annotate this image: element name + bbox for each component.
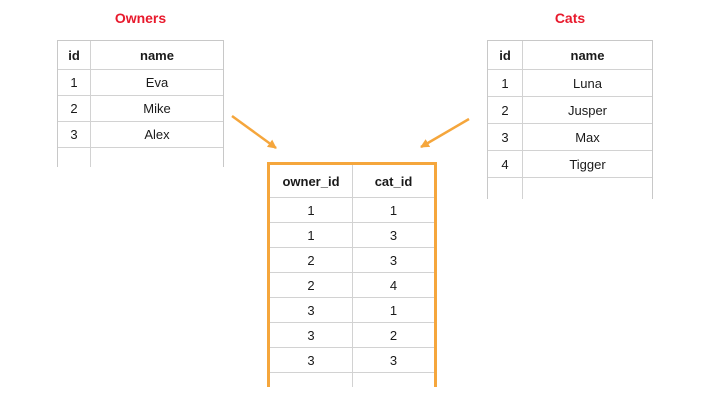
- empty-cell: [353, 373, 434, 387]
- header-row: id name: [58, 41, 223, 70]
- header-cell: owner_id: [270, 165, 353, 197]
- data-cell: 2: [58, 96, 91, 121]
- data-cell: 2: [488, 97, 523, 123]
- data-cell: Tigger: [569, 156, 606, 172]
- header-cell: id: [58, 41, 91, 69]
- data-cell: 3: [270, 348, 353, 372]
- empty-cell: [58, 148, 91, 167]
- owners-table: id name 1 Eva 2 Mike 3 Alex: [57, 40, 224, 167]
- data-row: 1 Eva: [58, 70, 223, 96]
- data-row: 3 Max: [488, 124, 652, 151]
- data-cell: 4: [389, 277, 398, 293]
- data-cell: Alex: [144, 127, 170, 142]
- empty-cell: [523, 178, 652, 199]
- data-cell: 1: [270, 223, 353, 247]
- data-cell: 2: [389, 327, 398, 343]
- data-cell: 2: [270, 248, 353, 272]
- data-cell: 1: [270, 198, 353, 222]
- data-cell: 3: [270, 298, 353, 322]
- data-row: 3 Alex: [58, 122, 223, 148]
- empty-row: [58, 148, 223, 167]
- header-cell: name: [140, 47, 174, 63]
- cats-table-title: Cats: [554, 10, 586, 26]
- data-row: 1 Luna: [488, 70, 652, 97]
- header-row: id name: [488, 41, 652, 70]
- data-cell: Jusper: [567, 102, 608, 118]
- data-row: 2 Mike: [58, 96, 223, 122]
- empty-row: [270, 373, 434, 387]
- data-cell: 3: [488, 124, 523, 150]
- data-cell: Eva: [145, 75, 169, 90]
- data-row: 4 Tigger: [488, 151, 652, 178]
- data-cell: 3: [270, 323, 353, 347]
- empty-cell: [270, 373, 353, 387]
- cats-table: id name 1 Luna 2 Jusper 3 Max 4 Tigger: [487, 40, 653, 199]
- data-cell: Mike: [143, 101, 171, 116]
- owners-table-title: Owners: [114, 10, 167, 26]
- cats-to-junction-arrow: [420, 117, 470, 149]
- data-row: 2 Jusper: [488, 97, 652, 124]
- empty-row: [488, 178, 652, 199]
- empty-cell: [488, 178, 523, 199]
- data-cell: 2: [270, 273, 353, 297]
- header-row: owner_id cat_id: [270, 165, 434, 198]
- data-cell: 3: [389, 352, 398, 368]
- data-cell: 3: [58, 122, 91, 147]
- owners-to-junction-arrow: [231, 114, 277, 150]
- data-cell: 1: [58, 70, 91, 95]
- data-cell: 1: [389, 302, 398, 318]
- data-cell: 3: [389, 252, 398, 268]
- data-cell: Max: [575, 129, 600, 145]
- data-cell: 4: [488, 151, 523, 177]
- data-cell: 1: [389, 202, 398, 218]
- header-cell: cat_id: [374, 173, 413, 189]
- header-cell: name: [570, 47, 605, 63]
- data-cell: 1: [488, 70, 523, 96]
- data-cell: Luna: [573, 75, 602, 91]
- empty-cell: [91, 148, 223, 167]
- data-cell: 3: [389, 227, 398, 243]
- header-cell: id: [488, 41, 523, 69]
